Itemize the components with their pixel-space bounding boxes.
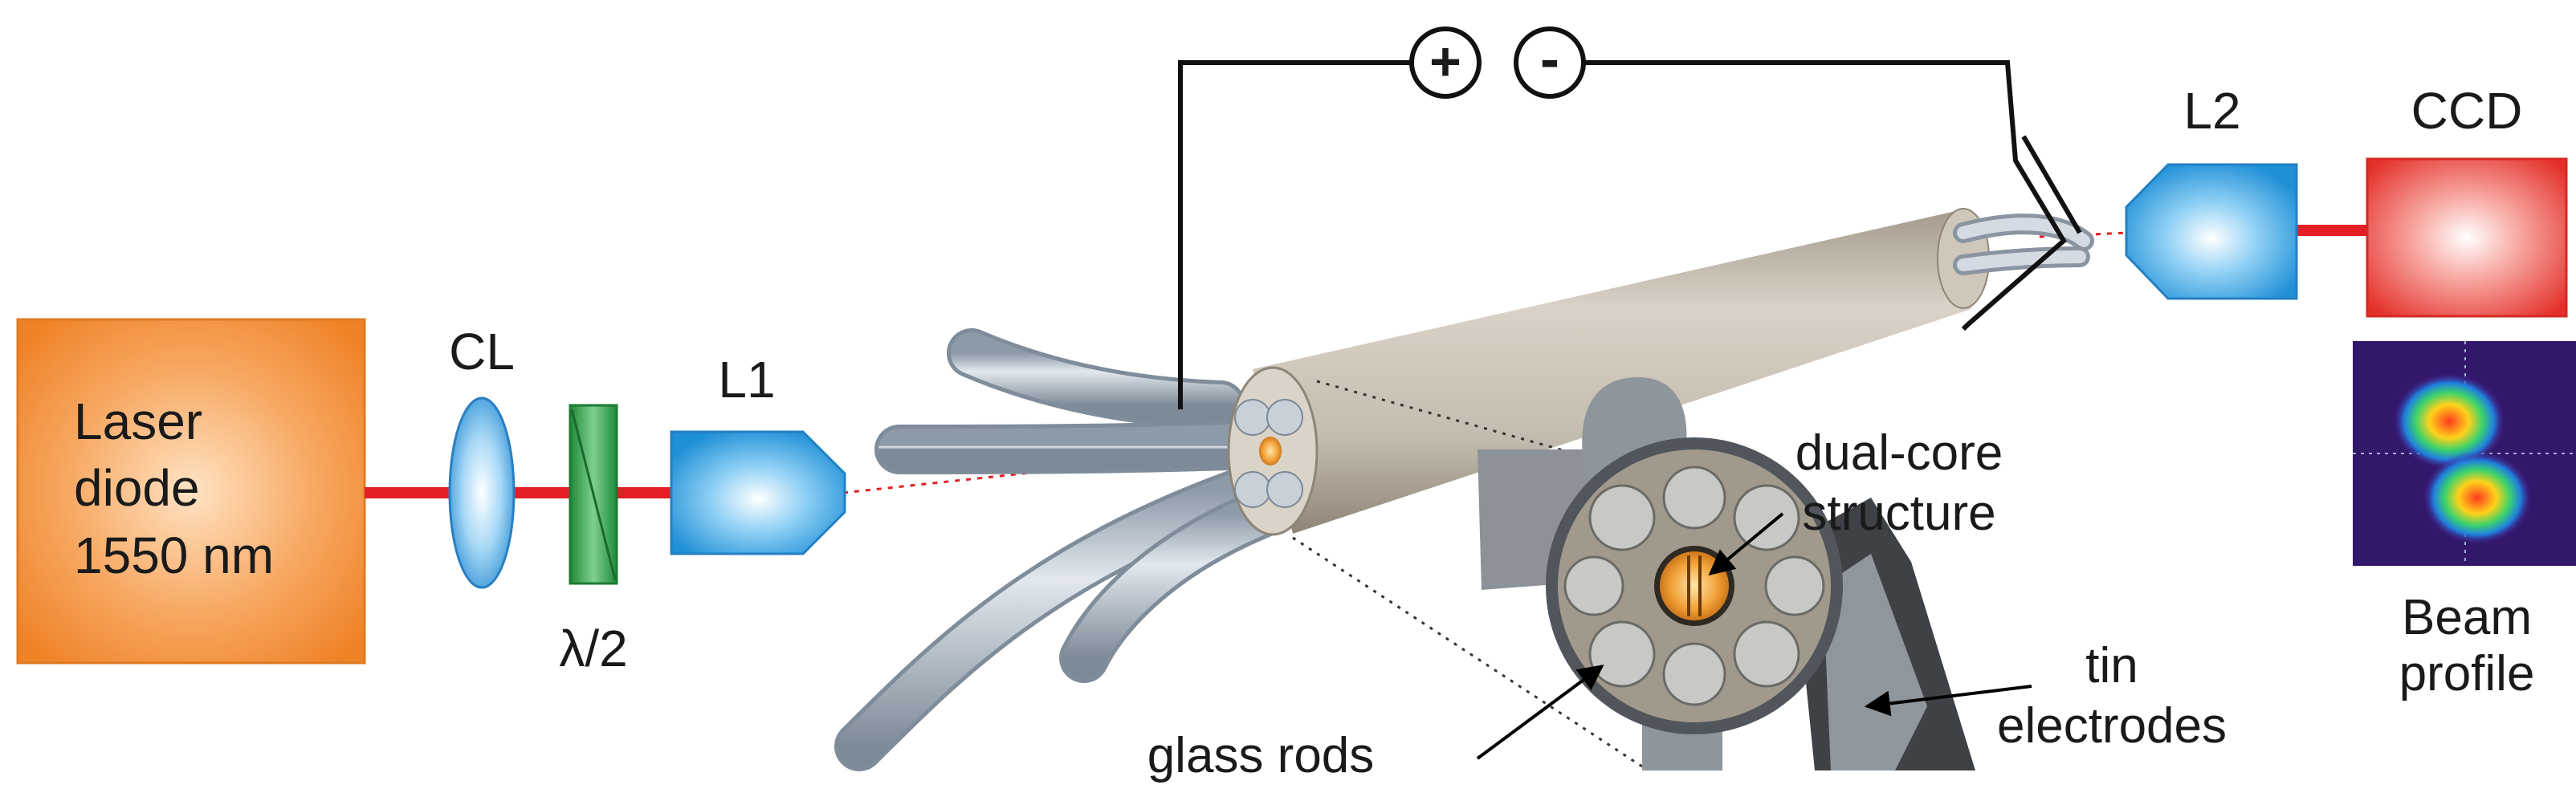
half-wave-plate: λ/2 xyxy=(559,404,628,677)
circuit: + - xyxy=(1178,26,2082,409)
objective-l1: L1 xyxy=(670,351,846,555)
electrode-leads xyxy=(834,328,1286,771)
tin-label-line2: electrodes xyxy=(1997,698,2227,754)
cylindrical-lens: CL xyxy=(448,323,516,589)
plus-label: + xyxy=(1429,31,1461,92)
half-wave-label: λ/2 xyxy=(559,620,627,677)
laser-diode: Laser diode 1550 nm xyxy=(16,318,366,665)
objective-l2: L2 xyxy=(2125,82,2298,300)
minus-terminal xyxy=(1514,26,1586,99)
l1-label: L1 xyxy=(718,351,775,409)
laser-label-line1: Laser xyxy=(74,392,202,450)
dual-core-label-line2: structure xyxy=(1802,486,1995,541)
positive-wire xyxy=(1178,60,1413,409)
negative-wire-bend xyxy=(2021,135,2082,234)
laser-label-line2: diode xyxy=(74,459,200,517)
beam-label-line1: Beam xyxy=(2402,590,2532,645)
cl-label: CL xyxy=(449,323,515,380)
annotation-arrows xyxy=(1476,512,2032,760)
minus-label: - xyxy=(1540,27,1559,91)
glass-rods-label: glass rods xyxy=(1147,728,1375,783)
l2-label: L2 xyxy=(2183,82,2240,140)
cross-section-inset xyxy=(1478,377,1975,771)
dual-core-label-line1: dual-core xyxy=(1795,425,2003,481)
inset-labels: dual-core structure tin electrodes glass… xyxy=(1147,425,2227,783)
plus-terminal xyxy=(1409,26,1482,99)
tin-label-line1: tin xyxy=(2085,638,2138,693)
negative-wire xyxy=(1582,60,2067,331)
ccd-label: CCD xyxy=(2411,82,2523,140)
ccd-camera: CCD xyxy=(2366,82,2568,318)
beam-label-line2: profile xyxy=(2399,646,2535,701)
beam-profile-image: Beam profile xyxy=(2353,341,2576,701)
zoom-lines xyxy=(1292,380,1647,768)
laser-label-line3: 1550 nm xyxy=(74,527,274,584)
output-leads xyxy=(1953,213,2094,275)
